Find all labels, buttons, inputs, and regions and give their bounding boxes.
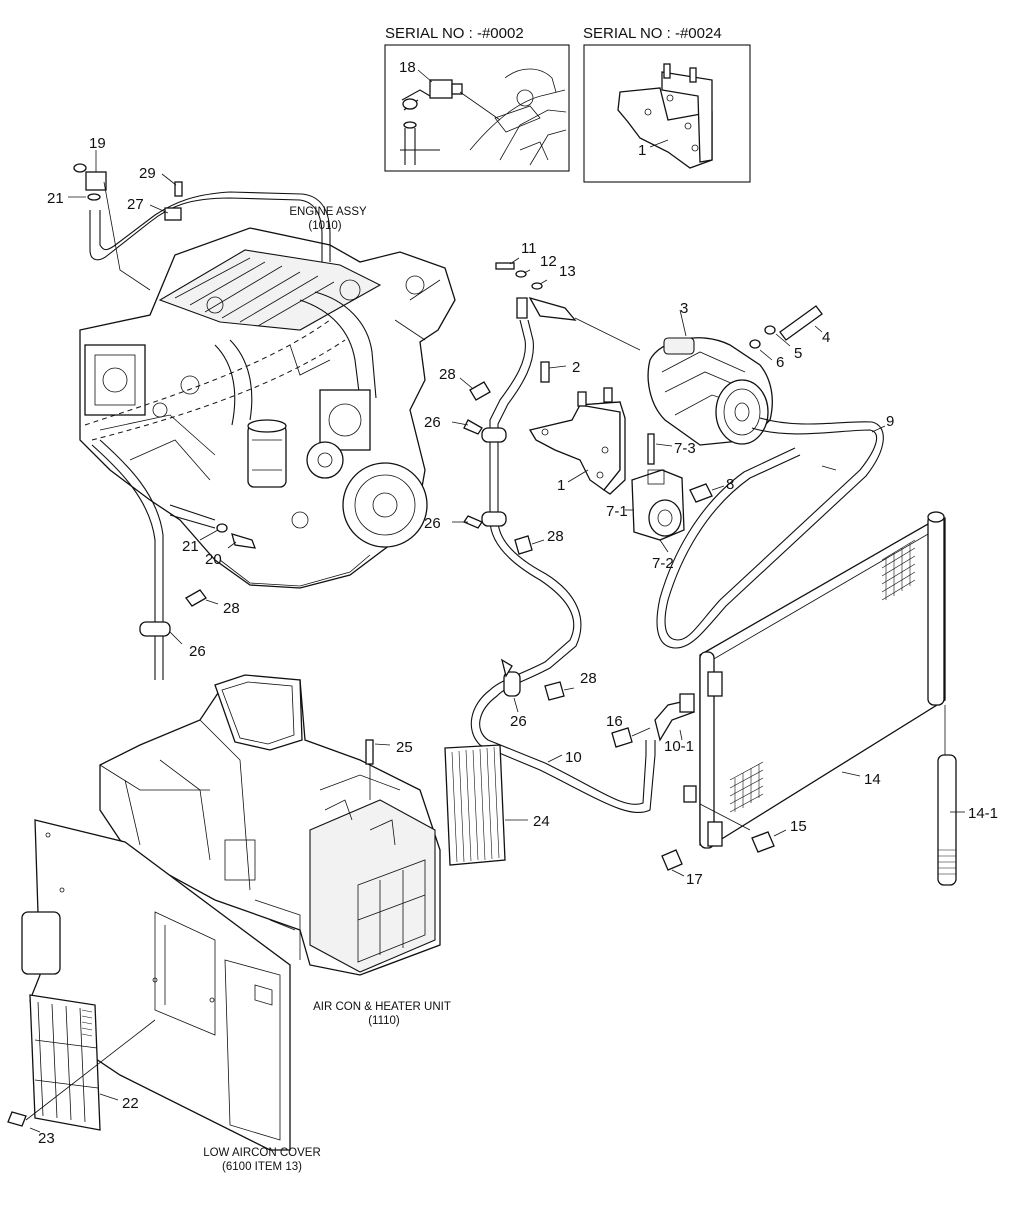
washer-part-6 (749, 339, 761, 349)
aircon-caption-1: AIR CON & HEATER UNIT (313, 1001, 451, 1013)
bolt-part-28-mid (514, 535, 533, 555)
fitting-part-19 (85, 171, 107, 191)
screw-part-23 (7, 1111, 27, 1127)
callout-4: 4 (822, 329, 830, 346)
callout-25: 25 (396, 739, 413, 756)
callout-24: 24 (533, 813, 550, 830)
bolt-part-28-left (185, 589, 207, 607)
oring-part-21-top (87, 193, 101, 201)
callout-numbers: 19 29 21 27 11 12 13 3 4 5 6 2 28 26 1 7… (38, 135, 998, 1147)
pulley-part-7-2 (648, 499, 682, 537)
callout-2: 2 (572, 359, 580, 376)
callout-29: 29 (139, 165, 156, 182)
clamp-part-26-mid (481, 511, 507, 527)
cabin-filter-part-24 (444, 744, 528, 866)
bolt-part-11 (495, 262, 515, 270)
bolt-part-28-upper (469, 381, 491, 401)
heater-hose-assembly (68, 150, 331, 680)
washer-part-13 (531, 282, 543, 290)
bolt-part-15 (751, 831, 775, 853)
callout-20: 20 (205, 551, 222, 568)
callout-7-2: 7-2 (652, 555, 674, 572)
callout-26-mid: 26 (424, 515, 441, 532)
callout-23: 23 (38, 1130, 55, 1147)
callout-28-upper: 28 (439, 366, 456, 383)
adapter-part-20 (231, 533, 256, 549)
hose-fitting-top (528, 296, 577, 321)
callout-16: 16 (606, 713, 623, 730)
callout-26-lower: 26 (510, 713, 527, 730)
callout-15: 15 (790, 818, 807, 835)
washer-part-12 (515, 270, 527, 278)
callout-10: 10 (565, 749, 582, 766)
condenser-assembly (661, 511, 965, 886)
callout-10-1: 10-1 (664, 738, 694, 755)
callout-13: 13 (559, 263, 576, 280)
callout-26-upper: 26 (424, 414, 441, 431)
callout-26-left: 26 (189, 643, 206, 660)
refrigerant-lines (451, 257, 695, 814)
callout-22: 22 (122, 1095, 139, 1112)
callout-1-inset: 1 (638, 142, 646, 159)
inset-left-header: SERIAL NO : -#0002 (385, 25, 524, 42)
cover-caption-1: LOW AIRCON COVER (203, 1147, 321, 1159)
clamp-part-27 (164, 207, 182, 221)
receiver-drier-part-14-1 (937, 754, 957, 886)
compressor-assembly (528, 305, 886, 649)
callout-18: 18 (399, 59, 416, 76)
callout-8: 8 (726, 476, 734, 493)
bracket-part-1 (528, 401, 621, 491)
oring-part-21-low (216, 523, 228, 533)
sensor-part-18 (429, 79, 453, 99)
callout-21-top: 21 (47, 190, 64, 207)
bolt-part-7-3 (647, 433, 655, 465)
aircon-heater-unit (99, 674, 441, 976)
bolt-part-29 (174, 181, 183, 197)
callout-5: 5 (794, 345, 802, 362)
bolt-part-16 (611, 727, 633, 748)
callout-28-left: 28 (223, 600, 240, 617)
callout-21-low: 21 (182, 538, 199, 555)
engine-caption-2: (1010) (308, 220, 341, 232)
bracket-part-1-inset (617, 87, 713, 169)
callout-7-1: 7-1 (606, 503, 628, 520)
callout-1: 1 (557, 477, 565, 494)
callout-14-1: 14-1 (968, 805, 998, 822)
callout-7-3: 7-3 (674, 440, 696, 457)
bolt-part-2 (540, 361, 550, 383)
callout-19: 19 (89, 135, 106, 152)
clamp-part-26-lower (503, 671, 521, 697)
clamp-part-26-left (139, 621, 171, 637)
callout-27: 27 (127, 196, 144, 213)
inset-right-header: SERIAL NO : -#0024 (583, 25, 722, 42)
washer-part-5 (764, 325, 776, 335)
callout-3: 3 (680, 300, 688, 317)
cover-caption-2: (6100 ITEM 13) (222, 1161, 302, 1173)
callout-12: 12 (540, 253, 557, 270)
callout-9: 9 (886, 413, 894, 430)
low-aircon-cover (7, 819, 291, 1151)
callout-28-mid: 28 (547, 528, 564, 545)
bolt-part-28-lower (544, 681, 565, 701)
condenser-core-hatch (729, 539, 916, 813)
clamp-part-26-upper (481, 427, 507, 443)
engine-caption-1: ENGINE ASSY (289, 206, 367, 218)
bolt-part-4 (779, 305, 823, 341)
inset-serial-0024: SERIAL NO : -#0024 1 (583, 25, 751, 183)
callout-28-lower: 28 (580, 670, 597, 687)
callout-11: 11 (521, 240, 537, 257)
callout-14: 14 (864, 771, 881, 788)
grille-part-22 (29, 994, 101, 1131)
callout-17: 17 (686, 871, 703, 888)
bolt-part-8 (689, 483, 713, 503)
bolt-part-17 (661, 849, 683, 871)
callout-6: 6 (776, 354, 784, 371)
condenser-part-14 (699, 517, 946, 846)
engine-assembly (79, 227, 456, 589)
aircon-caption-2: (1110) (368, 1015, 400, 1027)
inset-serial-0002: SERIAL NO : -#0002 18 (384, 25, 570, 172)
bolt-part-25 (365, 739, 374, 765)
